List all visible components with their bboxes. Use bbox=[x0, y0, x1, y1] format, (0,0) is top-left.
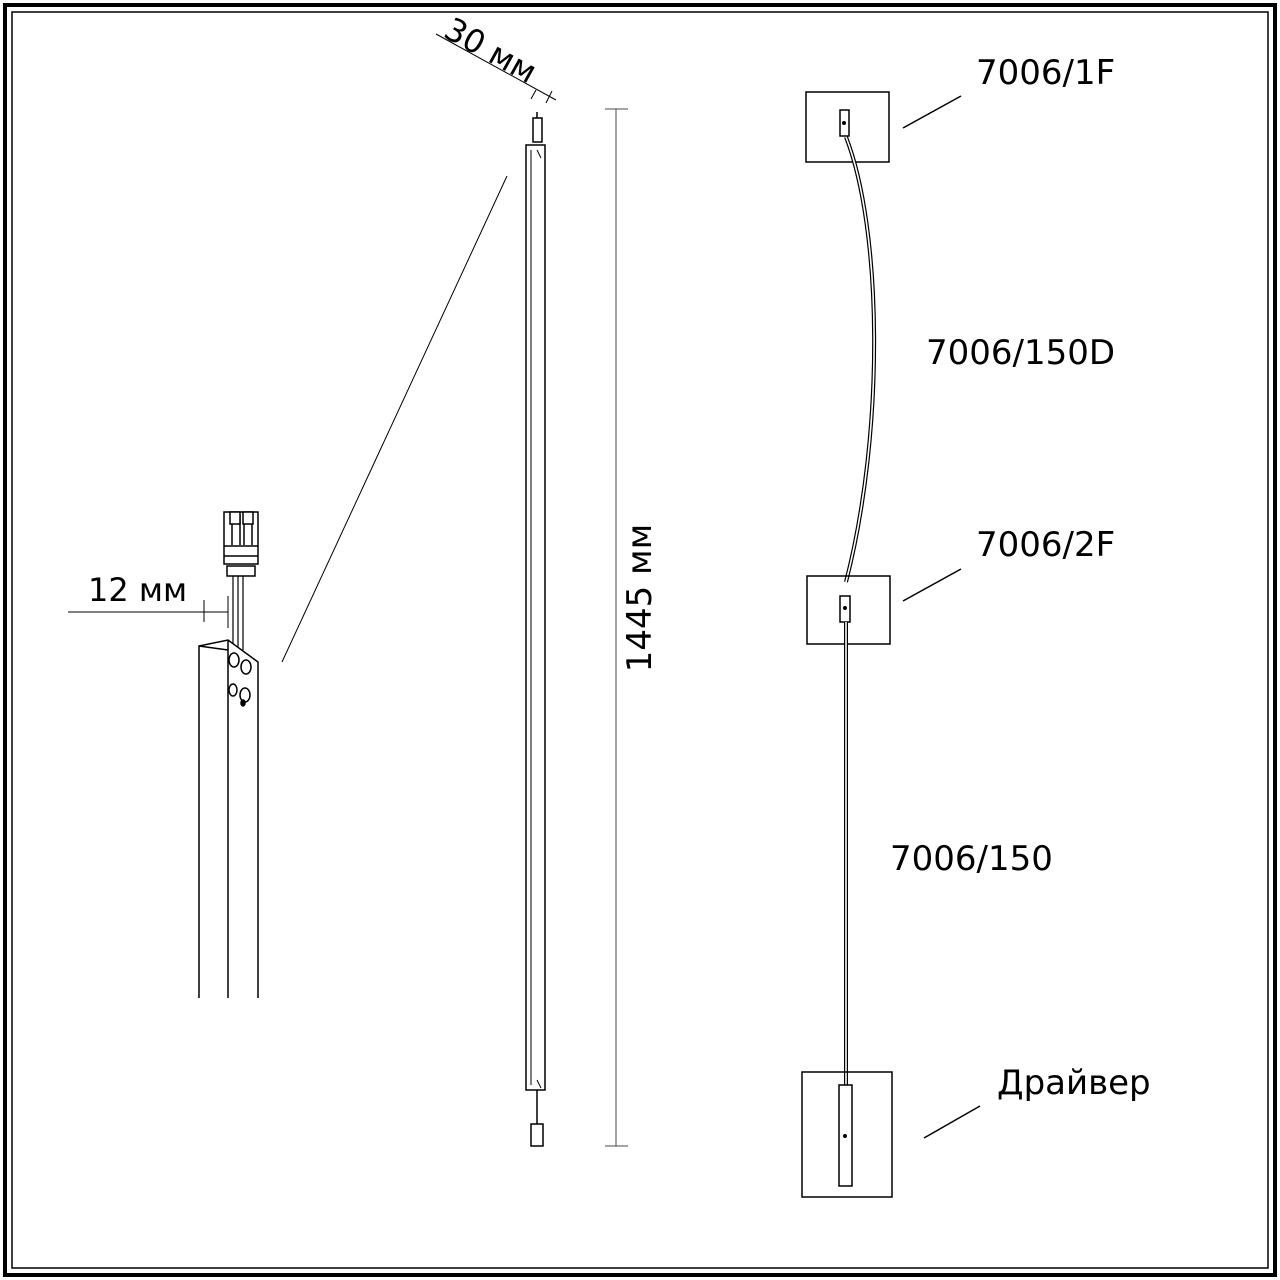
label-7006-150d: 7006/150D bbox=[926, 333, 1115, 373]
dimension-30mm bbox=[435, 33, 557, 104]
label-driver: Драйвер bbox=[997, 1063, 1151, 1103]
profile-full-view bbox=[525, 112, 546, 1147]
mount-hole bbox=[228, 652, 240, 668]
wiring-schematic bbox=[801, 91, 981, 1198]
dimension-12mm bbox=[68, 596, 229, 628]
dimension-12mm-label: 12 мм bbox=[88, 571, 187, 609]
dimension-1445mm-label: 1445 мм bbox=[620, 524, 660, 673]
mount-hole bbox=[240, 659, 252, 675]
label-7006-2f: 7006/2F bbox=[976, 525, 1115, 565]
box-7006-2f bbox=[806, 575, 891, 645]
detail-leader-line bbox=[281, 175, 508, 663]
mount-hole bbox=[228, 683, 238, 697]
profile-detail-view bbox=[198, 511, 259, 998]
bottom-connector bbox=[530, 1123, 544, 1147]
box-7006-1f bbox=[805, 91, 890, 163]
page-border bbox=[3, 3, 1277, 1277]
profile-outline bbox=[525, 144, 546, 1091]
label-7006-1f: 7006/1F bbox=[976, 53, 1115, 93]
connector-collar bbox=[226, 565, 256, 577]
dimension-1445mm bbox=[605, 108, 628, 1147]
top-connector bbox=[532, 117, 543, 143]
label-7006-150: 7006/150 bbox=[890, 839, 1053, 879]
dimension-30mm-label: 30 мм bbox=[438, 10, 543, 91]
mount-hole bbox=[240, 699, 246, 707]
box-driver bbox=[801, 1071, 893, 1198]
